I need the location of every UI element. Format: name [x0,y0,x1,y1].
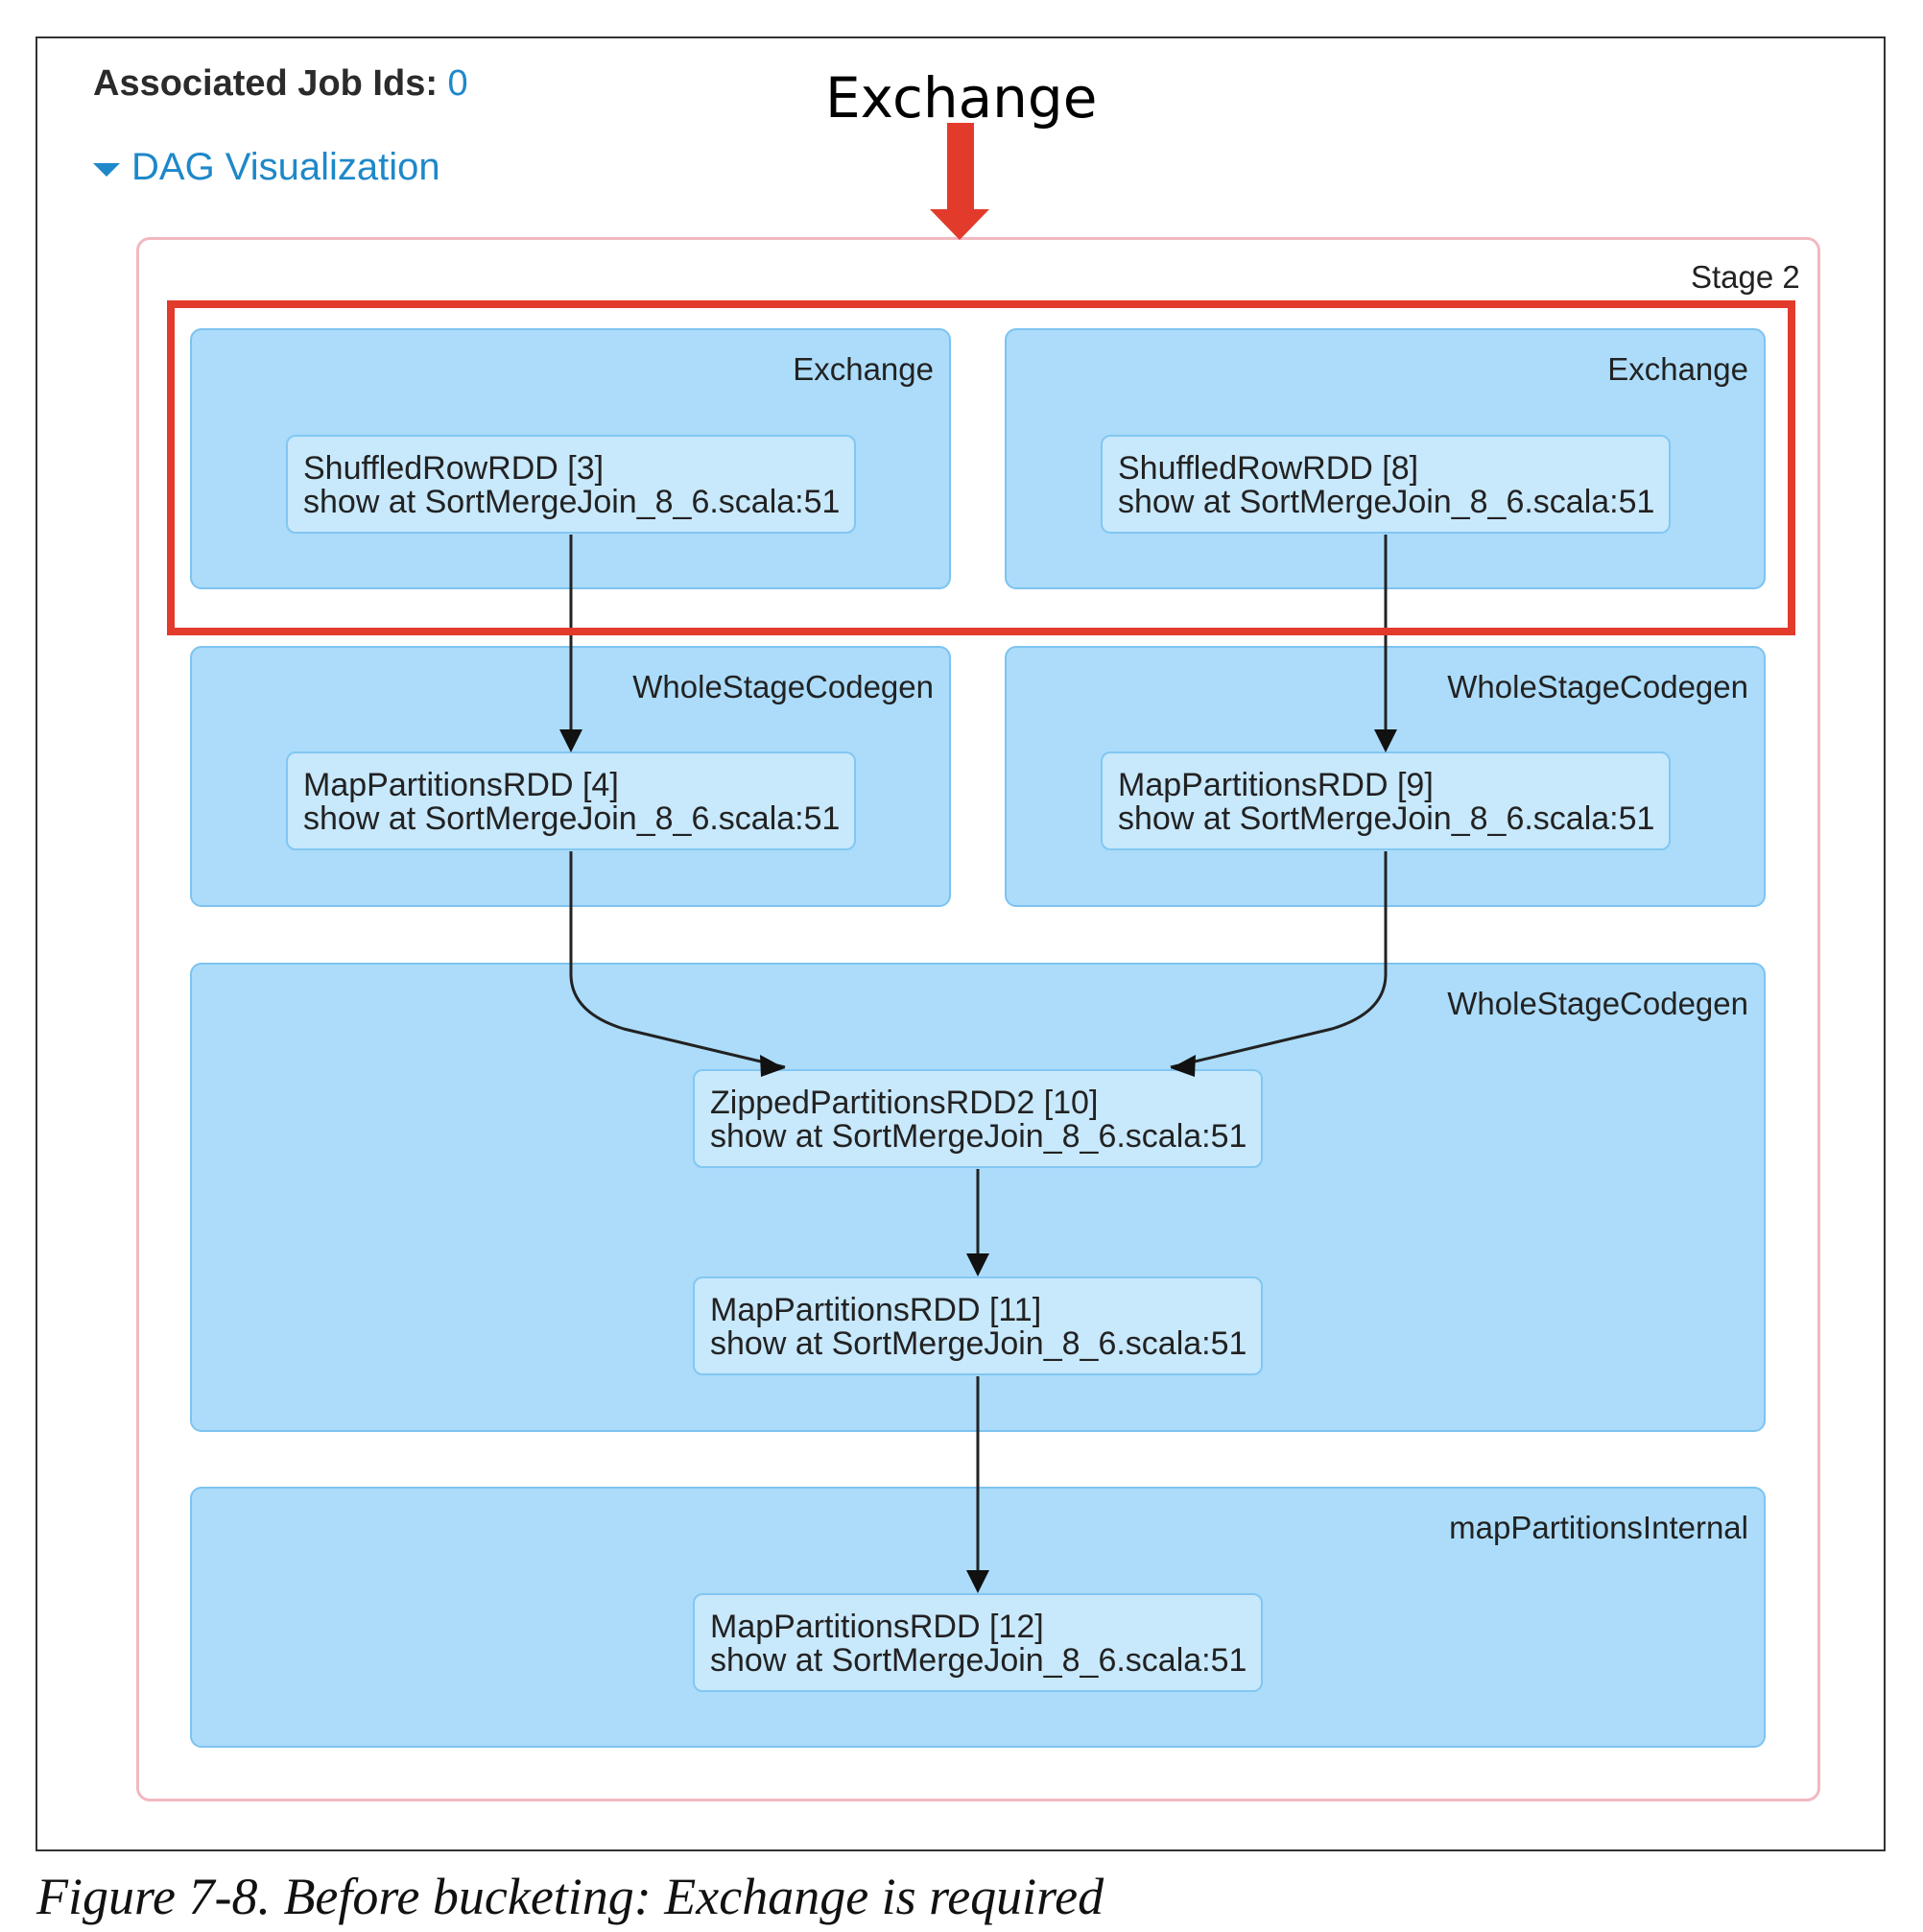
arrowhead-11 [966,1253,989,1276]
rdd-name: ShuffledRowRDD [8] [1118,450,1419,487]
associated-job-ids: Associated Job Ids: 0 [93,63,468,105]
rdd-node-mappartitionsrdd-9[interactable]: MapPartitionsRDD [9] show at SortMergeJo… [1101,751,1671,850]
annotation-title: Exchange [825,65,1098,131]
caret-down-icon [93,162,120,177]
figure-frame [36,36,1886,1851]
rdd-location: show at SortMergeJoin_8_6.scala:51 [303,484,841,520]
rdd-node-zippedpartitionsrdd2-10[interactable]: ZippedPartitionsRDD2 [10] show at SortMe… [693,1069,1263,1168]
rdd-location: show at SortMergeJoin_8_6.scala:51 [1118,484,1655,520]
rdd-node-shuffledrowrdd-3[interactable]: ShuffledRowRDD [3] show at SortMergeJoin… [286,435,856,534]
stage-box [136,237,1820,1801]
rdd-node-mappartitionsrdd-4[interactable]: MapPartitionsRDD [4] show at SortMergeJo… [286,751,856,850]
arrowhead-4 [559,729,582,752]
arrowhead-10-right [1171,1055,1196,1077]
cluster-label: mapPartitionsInternal [1449,1510,1748,1545]
cluster-label: Exchange [793,351,934,387]
job-ids-label: Associated Job Ids: [93,63,438,104]
rdd-location: show at SortMergeJoin_8_6.scala:51 [1118,800,1655,837]
rdd-name: MapPartitionsRDD [11] [710,1292,1042,1328]
rdd-name: ZippedPartitionsRDD2 [10] [710,1085,1099,1121]
edge-9-to-10 [1170,851,1388,1069]
cluster-label: WholeStageCodegen [1447,986,1748,1021]
rdd-name: MapPartitionsRDD [4] [303,767,619,803]
rdd-location: show at SortMergeJoin_8_6.scala:51 [710,1118,1247,1155]
rdd-name: MapPartitionsRDD [12] [710,1609,1044,1645]
arrowhead-10-left [760,1055,785,1077]
rdd-name: MapPartitionsRDD [9] [1118,767,1434,803]
figure-caption: Figure 7-8. Before bucketing: Exchange i… [36,1868,1104,1925]
job-id-link[interactable]: 0 [447,63,468,104]
arrowhead-9 [1374,729,1397,752]
rdd-node-mappartitionsrdd-12[interactable]: MapPartitionsRDD [12] show at SortMergeJ… [693,1593,1263,1692]
rdd-node-shuffledrowrdd-8[interactable]: ShuffledRowRDD [8] show at SortMergeJoin… [1101,435,1671,534]
exchange-highlight-box [167,300,1795,635]
cluster-label: WholeStageCodegen [632,669,934,704]
dag-visualization-toggle[interactable]: DAG Visualization [93,146,440,189]
rdd-node-mappartitionsrdd-11[interactable]: MapPartitionsRDD [11] show at SortMergeJ… [693,1276,1263,1375]
edge-4-to-10 [569,851,786,1069]
arrowhead-12 [966,1570,989,1593]
cluster-label: Exchange [1607,351,1748,387]
rdd-location: show at SortMergeJoin_8_6.scala:51 [710,1325,1247,1362]
rdd-name: ShuffledRowRDD [3] [303,450,605,487]
dag-toggle-label: DAG Visualization [131,146,440,188]
rdd-location: show at SortMergeJoin_8_6.scala:51 [303,800,841,837]
annotation-arrow [930,123,989,240]
cluster-label: WholeStageCodegen [1447,669,1748,704]
stage-label: Stage 2 [1691,259,1800,295]
rdd-location: show at SortMergeJoin_8_6.scala:51 [710,1642,1247,1679]
